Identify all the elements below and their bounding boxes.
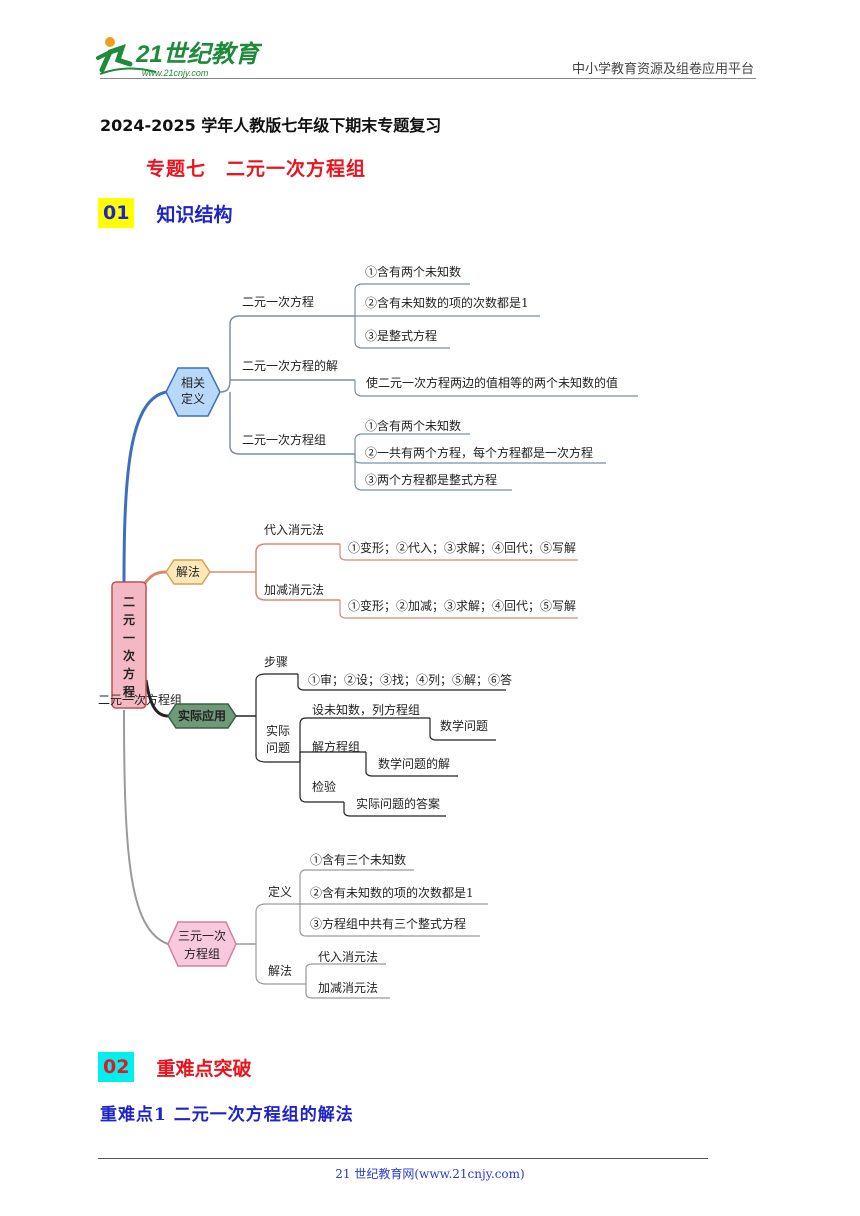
node-solution-method: 解法 [268,964,292,978]
root-char: 元 [123,613,135,627]
node-equation-system: 二元一次方程组 [242,432,326,447]
sys-child-3: ③两个方程都是整式方程 [365,472,497,487]
elimination-steps: ①变形；②加减；③求解；④回代；⑤写解 [348,598,576,613]
node-substitution: 代入消元法 [264,523,324,537]
eq-child-3: ③是整式方程 [365,328,437,343]
eq-child-2: ②含有未知数的项的次数都是1 [365,295,529,310]
site-logo: 21世纪教育 www.21cnjy.com [96,34,266,80]
svg-text:www.21cnjy.com: www.21cnjy.com [142,68,209,78]
math-problem: 数学问题 [440,718,488,733]
branch-line-definitions [122,390,167,583]
node-real-problem-1: 实际 [266,723,290,738]
verify: 检验 [312,779,336,794]
eq-child-1: ①含有两个未知数 [365,264,461,279]
def-child-1: ①含有三个未知数 [310,852,406,867]
svg-text:解法: 解法 [176,565,200,579]
node-real-problem-2: 问题 [266,741,290,755]
svg-text:定义: 定义 [181,391,205,406]
solve-system: 解方程组 [312,739,360,754]
section-number: 01 [98,198,135,228]
root-char: 方 [123,666,135,681]
branch-line-three-var [123,709,169,945]
root-char: 一 [123,631,135,645]
node-elimination: 加减消元法 [264,583,324,597]
substitution-steps: ①变形；②代入；③求解；④回代；⑤写解 [348,540,576,555]
section-heading-key-points: 02 重难点突破 [98,1052,251,1082]
three-var-method-1: 代入消元法 [318,950,378,964]
root-char: 次 [123,648,135,663]
math-solution: 数学问题的解 [378,756,450,771]
node-steps: 步骤 [264,655,288,669]
section-title: 重难点突破 [156,1057,252,1080]
node-linear-equation: 二元一次方程 [242,294,314,309]
sol-child-1: 使二元一次方程两边的值相等的两个未知数的值 [366,375,618,390]
root-char: 二 [123,595,135,609]
svg-text:三元一次: 三元一次 [178,929,226,943]
document-title: 2024-2025 学年人教版七年级下期末专题复习 [100,116,442,135]
header-divider [100,78,756,79]
sys-child-1: ①含有两个未知数 [365,418,461,433]
key-point-title: 重难点1 二元一次方程组的解法 [100,1105,354,1125]
topic-title: 专题七 二元一次方程组 [146,158,367,180]
section-number: 02 [98,1052,135,1082]
platform-name: 中小学教育资源及组卷应用平台 [571,62,754,77]
application-steps: ①审；②设；③找；④列；⑤解；⑥答 [308,672,512,687]
three-var-method-2: 加减消元法 [318,981,378,995]
svg-text:21世纪教育: 21世纪教育 [135,41,263,68]
footer-divider [98,1158,708,1159]
root-node [111,581,147,709]
svg-text:相关: 相关 [181,376,205,390]
section-title: 知识结构 [156,203,233,226]
set-unknowns: 设未知数，列方程组 [312,702,420,717]
svg-text:二元一次方程组: 二元一次方程组 [98,692,182,707]
node-equation-solution: 二元一次方程的解 [242,358,338,373]
branch-line-application [144,679,169,718]
svg-text:实际应用: 实际应用 [178,708,226,723]
footer-text: 21 世纪教育网(www.21cnjy.com) [335,1167,525,1181]
real-answer: 实际问题的答案 [356,796,440,811]
sys-child-2: ②一共有两个方程，每个方程都是一次方程 [365,445,593,460]
node-definition: 定义 [268,884,292,899]
section-heading-knowledge: 01 知识结构 [98,198,232,228]
def-child-3: ③方程组中共有三个整式方程 [310,916,466,931]
runner-logo-icon: 21世纪教育 www.21cnjy.com [96,37,263,78]
svg-text:方程组: 方程组 [184,946,220,961]
def-child-2: ②含有未知数的项的次数都是1 [310,885,474,900]
root-char: 程 [123,684,135,699]
